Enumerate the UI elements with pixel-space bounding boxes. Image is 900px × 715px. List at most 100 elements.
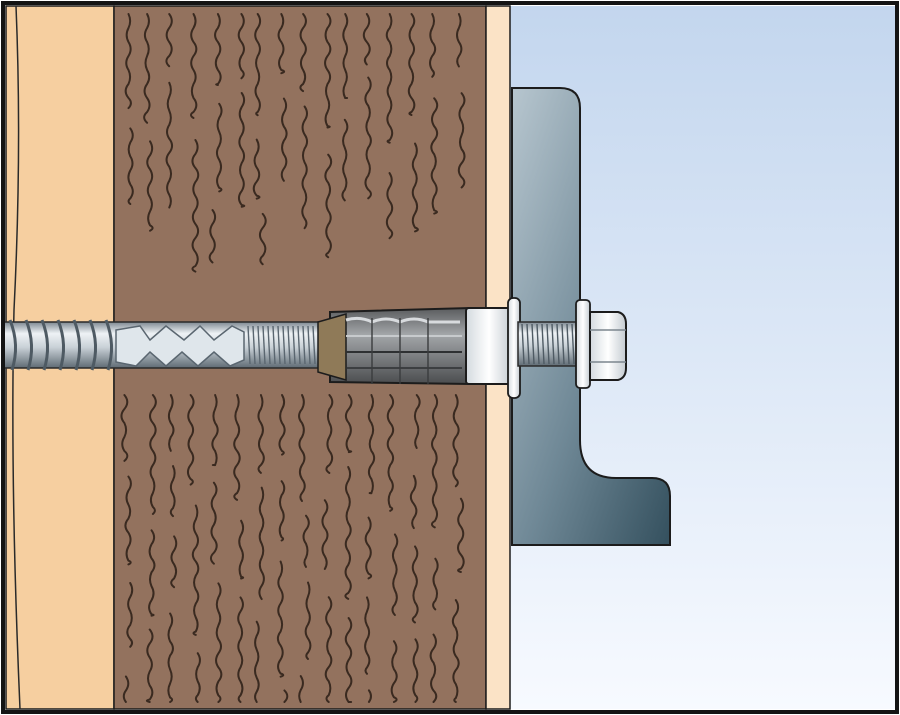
grain-line xyxy=(385,172,394,240)
grain-line xyxy=(411,142,419,233)
thread-flight xyxy=(56,319,65,371)
grain-line xyxy=(238,519,245,580)
grain-line xyxy=(120,394,129,462)
grain-line xyxy=(430,97,439,215)
grain-line xyxy=(276,560,285,678)
fine-thread-line xyxy=(282,325,286,365)
grain-line xyxy=(237,13,245,80)
grain-line xyxy=(344,466,352,600)
grain-line xyxy=(344,394,353,454)
grain-line xyxy=(258,486,265,601)
fine-thread-line xyxy=(247,325,251,365)
fine-thread-line xyxy=(272,325,276,365)
grain-line xyxy=(386,394,395,512)
thread-flight xyxy=(104,319,113,371)
grain-line xyxy=(215,582,223,703)
grain-line xyxy=(298,675,304,703)
fine-thread-line xyxy=(257,325,261,365)
grain-line xyxy=(367,394,376,495)
bolt-thread-line xyxy=(536,323,540,365)
thread-flight xyxy=(40,319,49,371)
grain-line xyxy=(325,394,334,474)
grain-line xyxy=(364,76,372,200)
grain-line xyxy=(277,13,286,75)
grain-line xyxy=(280,97,288,182)
nut-washer xyxy=(575,299,591,389)
bolt-thread-line xyxy=(566,323,570,365)
coarse-thread xyxy=(8,319,113,371)
grain-line xyxy=(432,557,439,611)
grain-line xyxy=(143,13,151,124)
grain-line xyxy=(457,92,466,189)
fine-thread-line xyxy=(262,325,266,365)
grain-line xyxy=(299,13,307,93)
grain-line xyxy=(283,689,289,703)
fine-thread-line xyxy=(267,325,271,365)
grain-line xyxy=(122,675,130,703)
grain-line xyxy=(364,516,373,580)
fine-thread-line xyxy=(292,325,296,365)
grain-line xyxy=(324,153,333,259)
fine-thread-line xyxy=(252,325,256,365)
grain-line xyxy=(258,212,267,266)
angle-bracket xyxy=(511,87,671,546)
grain-line xyxy=(344,617,353,704)
grain-line xyxy=(237,596,244,703)
grain-line xyxy=(149,394,157,515)
grain-line xyxy=(126,582,134,648)
fine-thread-line xyxy=(312,325,316,365)
bolt-thread-line xyxy=(526,323,530,365)
grain-line xyxy=(302,514,310,568)
grain-line xyxy=(190,13,198,119)
bolt-thread-line xyxy=(571,323,575,365)
thread-flight xyxy=(88,319,97,371)
grain-line xyxy=(167,612,174,703)
grain-line xyxy=(457,497,465,573)
grain-line xyxy=(208,209,217,264)
grain-line xyxy=(413,394,421,449)
fine-thread-line xyxy=(302,325,306,365)
grain-line xyxy=(304,581,312,660)
grain-line xyxy=(278,394,286,456)
grain-line xyxy=(390,640,398,703)
grain-line xyxy=(321,499,329,570)
grain-line xyxy=(452,394,460,488)
grain-line xyxy=(324,13,332,129)
screw-anchor xyxy=(3,319,331,371)
grain-line xyxy=(409,474,418,530)
expansion-sleeve xyxy=(317,306,471,386)
bolt-thread-line xyxy=(556,323,560,365)
anchor-collar xyxy=(465,307,513,385)
grain-line xyxy=(214,13,222,86)
bolt-thread-line xyxy=(521,323,525,365)
thread-flight xyxy=(72,319,81,371)
grain-line xyxy=(124,475,132,566)
grain-line xyxy=(451,599,460,703)
screw-tip-profile xyxy=(115,324,245,367)
grain-line xyxy=(298,394,306,502)
grain-line xyxy=(124,13,132,110)
grain-line xyxy=(429,633,438,703)
grain-line xyxy=(165,13,173,68)
grain-line xyxy=(145,628,154,703)
grain-line xyxy=(186,394,195,486)
grain-line xyxy=(301,105,309,230)
fine-thread-line xyxy=(277,325,281,365)
grain-line xyxy=(146,140,154,232)
fine-thread-line xyxy=(287,325,291,365)
fine-thread-line xyxy=(297,325,301,365)
grain-line xyxy=(165,81,174,209)
grain-line xyxy=(209,481,218,565)
grain-line xyxy=(191,139,200,273)
bolt-thread-line xyxy=(546,323,550,365)
grain-line xyxy=(148,529,156,617)
grain-line xyxy=(391,533,399,616)
thread-flight xyxy=(24,319,33,371)
grain-line xyxy=(412,638,419,703)
grain-line xyxy=(367,689,372,703)
thread-flight xyxy=(8,319,17,371)
bolt-thread-line xyxy=(561,323,565,365)
grain-line xyxy=(362,13,371,66)
grain-line xyxy=(411,545,419,624)
